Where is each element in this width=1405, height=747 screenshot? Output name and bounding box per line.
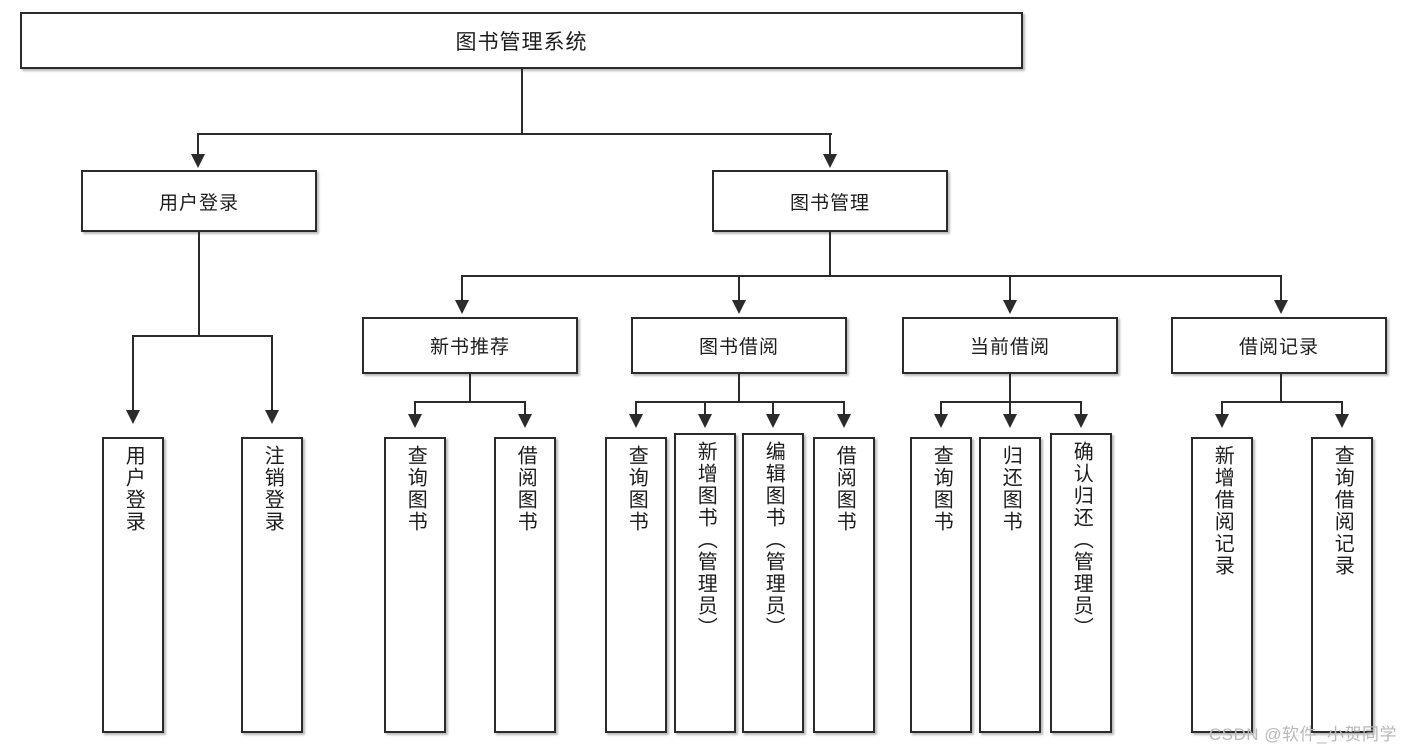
arrow-down-icon bbox=[766, 414, 780, 428]
arrow-down-icon bbox=[265, 410, 279, 424]
node-leaf-query-book-3[interactable]: 查询图书 bbox=[910, 437, 972, 733]
connector-user-login-bus bbox=[133, 335, 273, 337]
connector-bm-to-new-book bbox=[461, 275, 463, 301]
connector-cb-to-leaf-3 bbox=[1080, 401, 1082, 415]
connector-user-login-stem bbox=[198, 232, 200, 336]
node-user-login[interactable]: 用户登录 bbox=[81, 170, 317, 232]
node-label: 图书管理系统 bbox=[455, 30, 588, 54]
connector-borrow-record-stem bbox=[1280, 374, 1282, 402]
connector-current-borrow-bus bbox=[941, 401, 1081, 403]
node-label: 编辑图书（管理员） bbox=[762, 441, 785, 639]
connector-cb-to-leaf-2 bbox=[1009, 401, 1011, 415]
node-leaf-query-book-1[interactable]: 查询图书 bbox=[384, 437, 446, 733]
arrow-down-icon bbox=[518, 414, 532, 428]
connector-book-management-stem bbox=[829, 232, 831, 276]
node-leaf-confirm-return-admin[interactable]: 确认归还（管理员） bbox=[1050, 433, 1112, 733]
node-book-management[interactable]: 图书管理 bbox=[712, 170, 948, 232]
node-label: 归还图书 bbox=[999, 445, 1022, 533]
arrow-down-icon bbox=[191, 154, 205, 168]
node-label: 注销登录 bbox=[261, 445, 284, 533]
node-label: 借阅图书 bbox=[833, 445, 856, 533]
node-label: 确认归还（管理员） bbox=[1070, 441, 1093, 639]
connector-root-to-book-management bbox=[829, 133, 831, 155]
node-label: 查询图书 bbox=[625, 445, 648, 533]
node-label: 当前借阅 bbox=[969, 337, 1050, 358]
arrow-down-icon bbox=[1274, 300, 1288, 314]
node-label: 图书借阅 bbox=[698, 337, 779, 358]
node-label: 新增借阅记录 bbox=[1211, 445, 1234, 577]
connector-bm-to-borrow-record bbox=[1280, 275, 1282, 301]
connector-book-borrow-stem bbox=[738, 374, 740, 402]
node-borrow-record[interactable]: 借阅记录 bbox=[1171, 317, 1387, 374]
node-label: 用户登录 bbox=[122, 445, 145, 533]
connector-bb-to-leaf-1 bbox=[635, 401, 637, 415]
connector-book-management-bus bbox=[462, 275, 1282, 277]
node-label: 查询借阅记录 bbox=[1331, 445, 1354, 577]
node-new-book-recommend[interactable]: 新书推荐 bbox=[362, 317, 578, 374]
arrow-down-icon bbox=[408, 414, 422, 428]
node-label: 用户登录 bbox=[158, 192, 239, 214]
connector-user-login-to-leaf-2 bbox=[271, 335, 273, 411]
node-label: 查询图书 bbox=[930, 445, 953, 533]
node-label: 查询图书 bbox=[404, 445, 427, 533]
arrow-down-icon bbox=[837, 414, 851, 428]
node-label: 新增图书（管理员） bbox=[694, 441, 717, 639]
connector-bb-to-leaf-2 bbox=[704, 401, 706, 415]
node-label: 借阅图书 bbox=[514, 445, 537, 533]
arrow-down-icon bbox=[1003, 414, 1017, 428]
connector-bb-to-leaf-3 bbox=[772, 401, 774, 415]
arrow-down-icon bbox=[732, 300, 746, 314]
arrow-down-icon bbox=[934, 414, 948, 428]
watermark-text: CSDN @软件_小贺同学 bbox=[1208, 725, 1397, 744]
connector-new-book-bus bbox=[415, 401, 525, 403]
node-root-system[interactable]: 图书管理系统 bbox=[20, 12, 1023, 69]
connector-bm-to-current-borrow bbox=[1009, 275, 1011, 301]
connector-cb-to-leaf-1 bbox=[940, 401, 942, 415]
node-leaf-query-borrow-record[interactable]: 查询借阅记录 bbox=[1311, 437, 1373, 733]
connector-user-login-to-leaf-1 bbox=[132, 335, 134, 411]
connector-br-to-leaf-2 bbox=[1341, 401, 1343, 415]
arrow-down-icon bbox=[126, 410, 140, 424]
connector-new-book-to-leaf-1 bbox=[414, 401, 416, 415]
node-leaf-edit-book-admin[interactable]: 编辑图书（管理员） bbox=[742, 433, 804, 733]
node-leaf-user-login[interactable]: 用户登录 bbox=[102, 437, 164, 733]
arrow-down-icon bbox=[1215, 414, 1229, 428]
connector-root-stem bbox=[521, 69, 523, 134]
arrow-down-icon bbox=[1335, 414, 1349, 428]
node-leaf-add-borrow-record[interactable]: 新增借阅记录 bbox=[1191, 437, 1253, 733]
connector-current-borrow-stem bbox=[1009, 374, 1011, 402]
node-label: 借阅记录 bbox=[1238, 337, 1319, 358]
connector-bb-to-leaf-4 bbox=[843, 401, 845, 415]
connector-root-to-user-login bbox=[197, 133, 199, 155]
node-book-borrow[interactable]: 图书借阅 bbox=[631, 317, 847, 374]
connector-borrow-record-bus bbox=[1222, 401, 1342, 403]
connector-book-borrow-bus bbox=[636, 401, 844, 403]
node-leaf-borrow-book-2[interactable]: 借阅图书 bbox=[813, 437, 875, 733]
node-leaf-logout-login[interactable]: 注销登录 bbox=[241, 437, 303, 733]
arrow-down-icon bbox=[1003, 300, 1017, 314]
node-label: 新书推荐 bbox=[429, 337, 510, 358]
connector-bm-to-book-borrow bbox=[738, 275, 740, 301]
node-leaf-add-book-admin[interactable]: 新增图书（管理员） bbox=[674, 433, 736, 733]
arrow-down-icon bbox=[823, 154, 837, 168]
node-leaf-query-book-2[interactable]: 查询图书 bbox=[605, 437, 667, 733]
arrow-down-icon bbox=[629, 414, 643, 428]
connector-root-bus bbox=[198, 133, 832, 135]
arrow-down-icon bbox=[1074, 414, 1088, 428]
arrow-down-icon bbox=[455, 300, 469, 314]
connector-new-book-to-leaf-2 bbox=[524, 401, 526, 415]
node-label: 图书管理 bbox=[789, 192, 870, 214]
connector-br-to-leaf-1 bbox=[1221, 401, 1223, 415]
arrow-down-icon bbox=[698, 414, 712, 428]
node-current-borrow[interactable]: 当前借阅 bbox=[902, 317, 1118, 374]
node-leaf-borrow-book-1[interactable]: 借阅图书 bbox=[494, 437, 556, 733]
connector-new-book-stem bbox=[469, 374, 471, 402]
node-leaf-return-book[interactable]: 归还图书 bbox=[979, 437, 1041, 733]
